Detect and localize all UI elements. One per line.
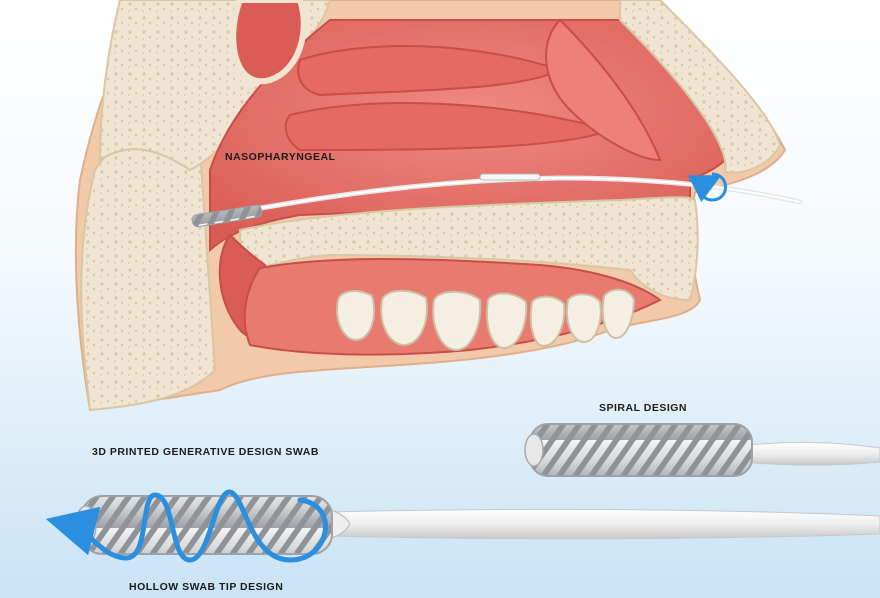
label-generative-swab: 3D PRINTED GENERATIVE DESIGN SWAB [92, 446, 319, 458]
label-spiral-design: SPIRAL DESIGN [599, 402, 687, 414]
label-hollow-tip: HOLLOW SWAB TIP DESIGN [129, 581, 284, 593]
spiral-design-swab [524, 423, 880, 477]
label-nasopharyngeal: NASOPHARYNGEAL [225, 151, 336, 163]
rotation-arrow-icon [687, 172, 727, 203]
inserted-swab [191, 173, 803, 228]
nasal-anatomy-cross-section [74, 0, 787, 412]
teeth [336, 288, 636, 352]
spiral-arrow-icon [45, 489, 328, 563]
